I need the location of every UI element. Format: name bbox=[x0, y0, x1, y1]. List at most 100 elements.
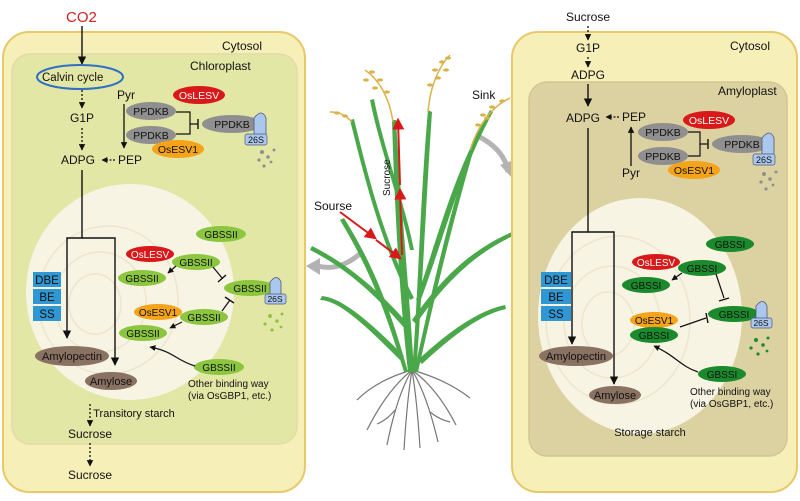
left-amylose-pill bbox=[85, 372, 137, 390]
left-other-binding-line1: Other binding way bbox=[188, 379, 269, 390]
granule-ring bbox=[68, 273, 122, 335]
inhibit-line bbox=[221, 299, 231, 312]
right-gbssi-pill bbox=[698, 366, 746, 382]
inhibit-line bbox=[176, 111, 198, 125]
left-ppdkb-pill bbox=[126, 126, 176, 144]
left-amylose-label: Amylose bbox=[90, 376, 132, 388]
arrow bbox=[169, 321, 183, 329]
right-ppdkb-pill bbox=[638, 147, 688, 165]
left-26s-box bbox=[244, 133, 268, 146]
right-dbe-box bbox=[541, 272, 571, 287]
right-sucrose-label: Sucrose bbox=[566, 10, 610, 24]
left-gbssii-label: GBSSII bbox=[187, 313, 220, 324]
right-gbssi-target-pill bbox=[708, 306, 760, 322]
right-gbssi-label: GBSSI bbox=[707, 370, 738, 381]
left-oslesv-label: OsLESV bbox=[179, 90, 219, 102]
right-gbssi-pill bbox=[622, 277, 670, 293]
other-binding-arrow bbox=[149, 345, 196, 367]
left-gbssii-pill bbox=[194, 359, 244, 375]
inhibit-line bbox=[688, 144, 701, 157]
right-oslesv-label: OsLESV bbox=[689, 115, 729, 127]
right-osesv1-label: OsESV1 bbox=[674, 165, 714, 177]
left-g1p-label: G1P bbox=[70, 111, 94, 125]
right-osesv1-label-2: OsESV1 bbox=[635, 316, 674, 327]
left-osesv1-label-2: OsESV1 bbox=[139, 308, 178, 319]
left-gbssii-label: GBSSII bbox=[233, 284, 266, 295]
inhibit-line bbox=[212, 266, 223, 279]
sourse-label: Sourse bbox=[314, 199, 352, 213]
adpg-to-amylopectin-arrow bbox=[62, 170, 83, 339]
left-osesv1-label: OsESV1 bbox=[158, 144, 198, 156]
left-other-binding-line2: (via OsGBP1, etc.) bbox=[188, 391, 271, 402]
left-osesv1-pill bbox=[152, 140, 204, 158]
roots bbox=[356, 369, 471, 451]
amyloplast-label: Amyloplast bbox=[718, 84, 777, 98]
left-adpg-label: ADPG bbox=[61, 153, 95, 167]
right-ppdkb-label: PPDKB bbox=[645, 151, 681, 163]
right-gbssi-label: GBSSI bbox=[715, 240, 746, 251]
arrow bbox=[671, 272, 683, 281]
inhibit-line bbox=[679, 317, 707, 328]
left-gbssii-label: GBSSII bbox=[126, 329, 159, 340]
left-gbssii-pill bbox=[196, 226, 246, 242]
right-cytosol-label: Cytosol bbox=[730, 39, 770, 53]
inhibit-bar bbox=[705, 312, 709, 324]
left-gbssii-target-pill bbox=[224, 280, 276, 296]
left-dbe-label: DBE bbox=[35, 275, 59, 287]
degraded-fragments-icon bbox=[749, 336, 770, 356]
left-be-box bbox=[33, 289, 61, 304]
stem-sucrose-label: Sucrose bbox=[382, 159, 393, 196]
right-oslesv-label-2: OsLESV bbox=[637, 258, 676, 269]
transitory-starch-label: Transitory starch bbox=[93, 408, 175, 420]
left-oslesv-pill-2 bbox=[126, 246, 174, 262]
left-gbssii-pill bbox=[172, 254, 220, 270]
left-ss-box bbox=[33, 306, 61, 321]
right-dbe-label: DBE bbox=[544, 275, 568, 287]
right-oslesv-pill bbox=[683, 111, 735, 129]
left-osesv1-pill-2 bbox=[134, 304, 182, 320]
right-be-box bbox=[541, 289, 571, 304]
left-amylopectin-pill bbox=[35, 346, 109, 366]
sink-label: Sink bbox=[472, 88, 496, 102]
right-pyr-label: Pyr bbox=[622, 166, 640, 180]
left-cytosol-label: Cytosol bbox=[222, 39, 262, 53]
left-gbssii-pill bbox=[118, 270, 166, 286]
left-gbssii-pill bbox=[119, 325, 167, 341]
inhibit-bar bbox=[224, 296, 235, 304]
sink-cell: Sucrose Cytosol G1P ADPG Amyloplast ADPG… bbox=[511, 10, 798, 493]
inhibit-line bbox=[715, 273, 725, 299]
right-26s-label: 26S bbox=[756, 155, 772, 165]
right-amylose-label: Amylose bbox=[594, 390, 636, 402]
right-26s-label-2: 26S bbox=[753, 318, 768, 328]
degraded-fragments-icon bbox=[759, 170, 778, 191]
right-other-binding-line2: (via OsGBP1, etc.) bbox=[690, 399, 773, 410]
sucrose-transport-arrows bbox=[339, 117, 407, 260]
left-ppdkb-label: PPDKB bbox=[133, 130, 169, 142]
right-gbssi-pill bbox=[678, 260, 726, 276]
inhibit-line bbox=[688, 131, 708, 145]
right-amylopectin-pill bbox=[539, 346, 613, 366]
right-osesv1-pill-2 bbox=[630, 312, 678, 328]
left-gbssii-label: GBSSII bbox=[204, 230, 237, 241]
left-sucrose-outer: Sucrose bbox=[68, 468, 112, 482]
left-pep-label: PEP bbox=[118, 153, 142, 167]
right-26s-box-2 bbox=[750, 317, 773, 329]
adpg-to-amylose-arrow bbox=[588, 231, 619, 385]
right-g1p-label: G1P bbox=[576, 41, 600, 55]
co2-label: CO2 bbox=[66, 9, 97, 26]
left-oslesv-pill bbox=[173, 86, 225, 104]
left-be-label: BE bbox=[39, 292, 55, 304]
left-26s-label: 26S bbox=[248, 135, 264, 145]
left-gbssii-label: GBSSII bbox=[202, 363, 235, 374]
right-be-label: BE bbox=[548, 292, 564, 304]
calvin-cycle-label: Calvin cycle bbox=[42, 72, 103, 84]
right-amylose-pill bbox=[589, 386, 641, 404]
inhibit-bar bbox=[217, 274, 227, 283]
leaves bbox=[310, 99, 513, 372]
inhibit-line bbox=[176, 124, 191, 135]
adpg-to-amylopectin-arrow bbox=[567, 128, 589, 345]
left-gbssii-label: GBSSII bbox=[125, 274, 158, 285]
right-ppdkb-target-pill bbox=[712, 135, 772, 153]
chloroplast-label: Chloroplast bbox=[190, 59, 251, 73]
